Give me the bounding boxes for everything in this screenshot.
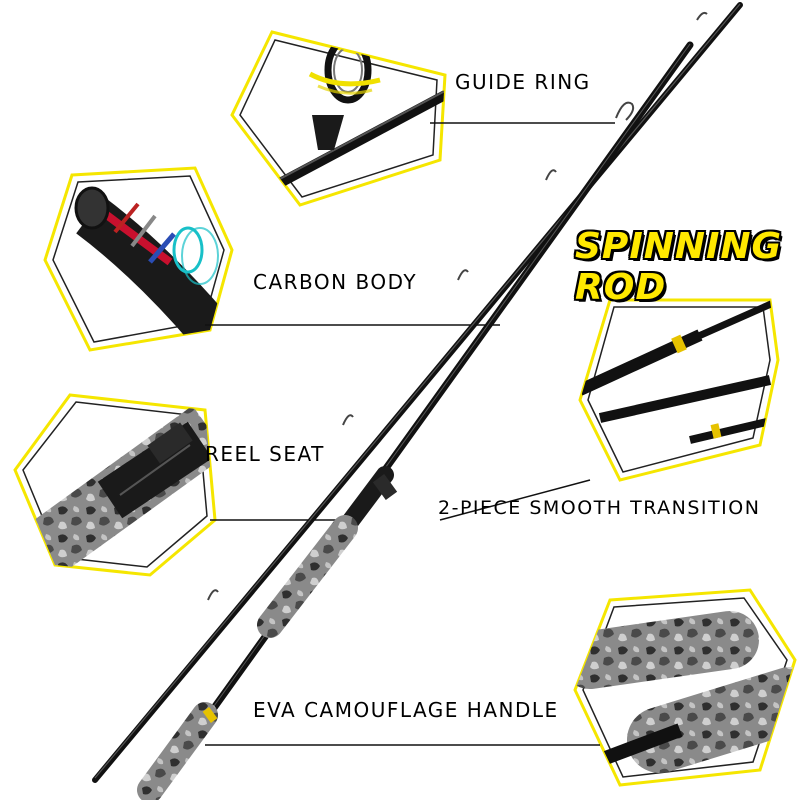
carbon-body-label: CARBON BODY — [253, 270, 418, 294]
carbon-body-frame — [43, 166, 234, 352]
transition-frame — [578, 298, 780, 482]
reel-seat-label: REEL SEAT — [205, 442, 325, 466]
handle-label: EVA CAMOUFLAGE HANDLE — [253, 698, 559, 722]
guide-ring-frame — [230, 30, 447, 207]
reel-seat-frame — [13, 393, 217, 577]
transition-label: 2-PIECE SMOOTH TRANSITION — [438, 497, 761, 519]
rod-tip-section — [92, 2, 743, 783]
product-title: SPINNING ROD — [575, 226, 783, 308]
guide-ring-label: GUIDE RING — [455, 70, 591, 94]
handle-frame — [573, 588, 797, 787]
rod-butt-section — [137, 41, 694, 800]
